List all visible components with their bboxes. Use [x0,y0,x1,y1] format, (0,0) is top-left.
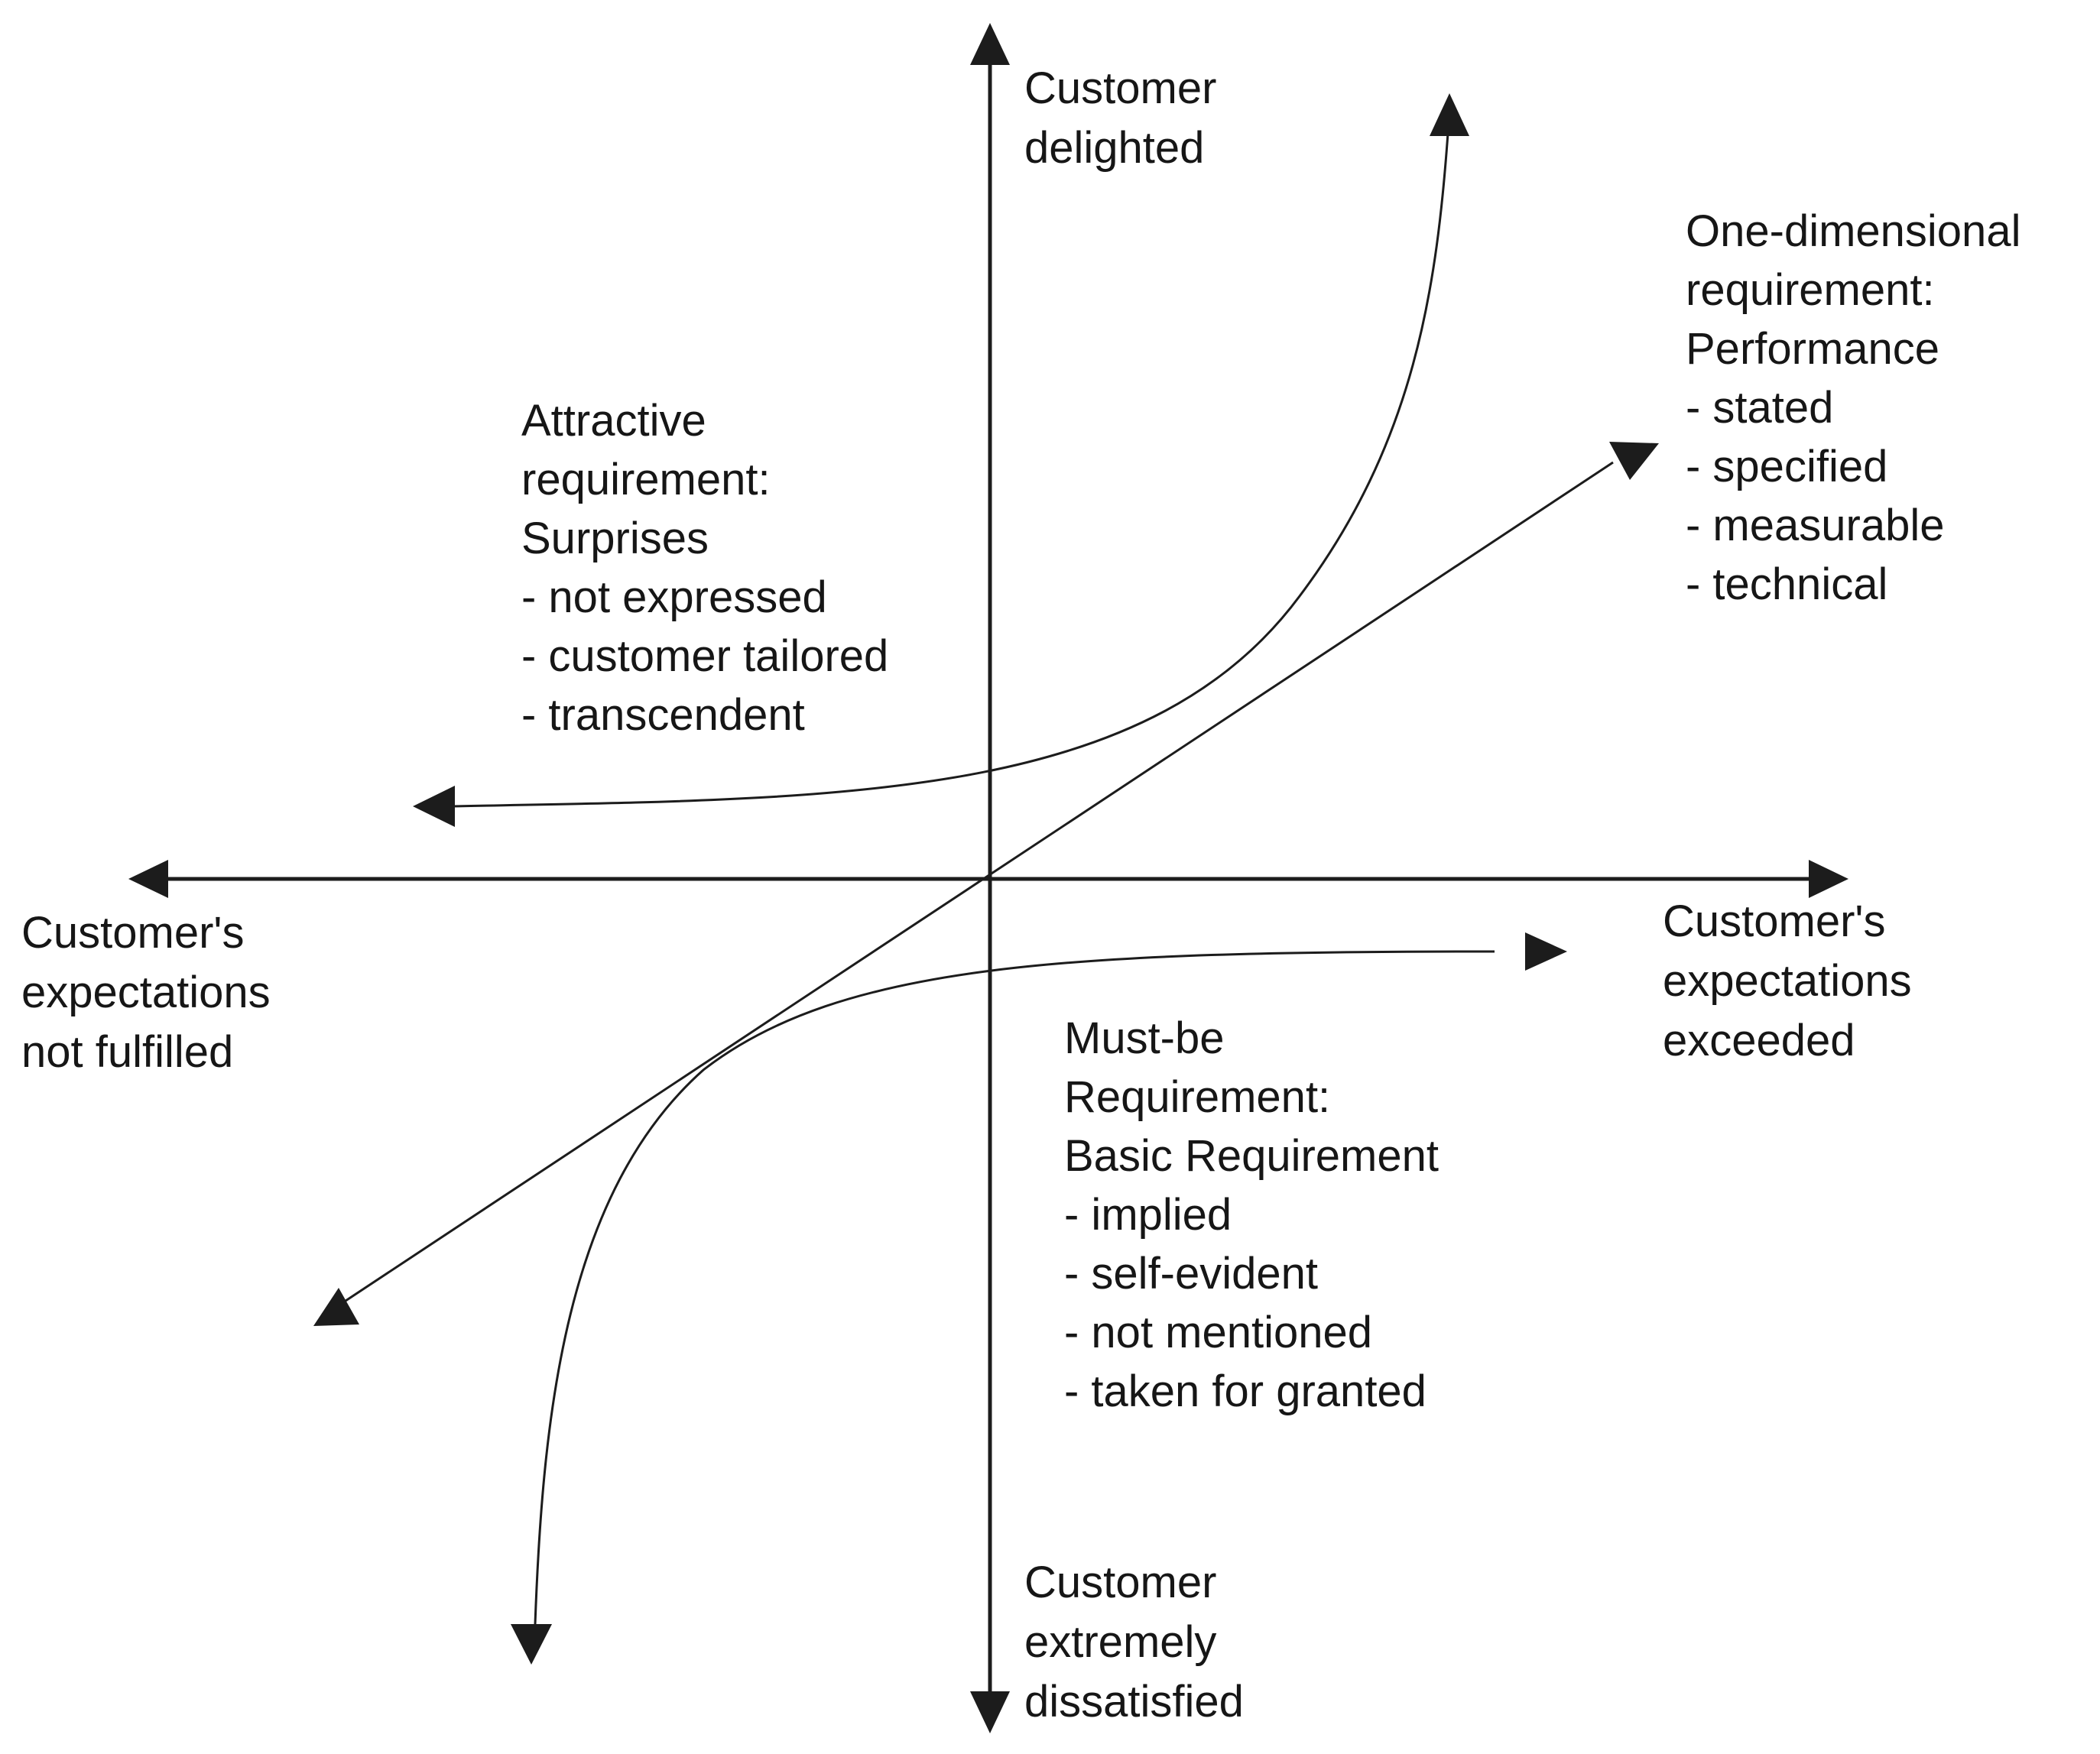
left-axis-label-line: Customer's [21,908,244,958]
must-be-label-line: - not mentioned [1064,1308,1372,1357]
left-axis-label-line: expectations [21,968,271,1017]
top-axis-label-line: Customer [1024,63,1216,113]
must-be-label-line: - taken for granted [1064,1367,1427,1416]
attractive-arrowhead-left [413,786,455,827]
one-dimensional-requirement-label: One-dimensional requirement: Performance… [1686,206,2033,609]
must-be-curve [511,932,1567,1665]
right-axis-label-line: expectations [1663,956,1912,1006]
top-axis-label: Customer delighted [1024,63,1229,173]
one-dimensional-curve [313,442,1659,1326]
left-axis-label-line: not fulfilled [21,1027,233,1077]
must-be-arrowhead-bottom [511,1624,552,1665]
one-dimensional-label-line: requirement: [1686,265,1935,315]
one-dimensional-label-line: One-dimensional [1686,206,2020,256]
top-axis-label-line: delighted [1024,123,1204,173]
must-be-label-line: Basic Requirement [1064,1131,1439,1181]
attractive-label-line: - customer tailored [521,631,888,681]
must-be-requirement-label: Must-be Requirement: Basic Requirement -… [1064,1013,1451,1416]
bottom-axis-label: Customer extremely dissatisfied [1024,1558,1244,1726]
attractive-label-line: - not expressed [521,572,827,622]
must-be-label-line: - implied [1064,1190,1232,1240]
must-be-curve-line [534,950,1495,1625]
must-be-label-line: Requirement: [1064,1072,1330,1122]
attractive-curve [413,93,1469,827]
one-dimensional-arrowhead-top [1609,442,1659,480]
must-be-label-line: - self-evident [1064,1249,1318,1298]
axes [128,23,1848,1733]
attractive-requirement-label: Attractive requirement: Surprises - not … [521,396,901,740]
bottom-axis-label-line: Customer [1024,1558,1216,1607]
attractive-label-line: Surprises [521,514,709,563]
attractive-label-line: Attractive [521,396,706,446]
one-dimensional-label-line: - stated [1686,383,1833,433]
bottom-axis-label-line: extremely [1024,1617,1216,1667]
one-dimensional-line [336,461,1614,1308]
right-axis-label-line: exceeded [1663,1016,1855,1065]
one-dimensional-label-line: - measurable [1686,501,1944,550]
attractive-label-line: requirement: [521,455,771,504]
one-dimensional-label-line: Performance [1686,324,1939,374]
vertical-axis-bottom-arrowhead [970,1691,1010,1733]
horizontal-axis-right-arrowhead [1809,860,1848,898]
attractive-label-line: - transcendent [521,690,805,740]
left-axis-label: Customer's expectations not fulfilled [21,908,283,1077]
one-dimensional-label-line: - technical [1686,559,1887,609]
attractive-arrowhead-top [1430,93,1469,136]
horizontal-axis-left-arrowhead [128,860,168,898]
must-be-arrowhead-right [1525,932,1567,971]
must-be-label-line: Must-be [1064,1013,1225,1063]
one-dimensional-label-line: - specified [1686,442,1887,491]
bottom-axis-label-line: dissatisfied [1024,1677,1244,1726]
attractive-curve-line [450,122,1450,808]
vertical-axis-top-arrowhead [970,23,1010,65]
right-axis-label: Customer's expectations exceeded [1663,896,1924,1065]
right-axis-label-line: Customer's [1663,896,1885,946]
one-dimensional-arrowhead-bottom [313,1288,359,1326]
